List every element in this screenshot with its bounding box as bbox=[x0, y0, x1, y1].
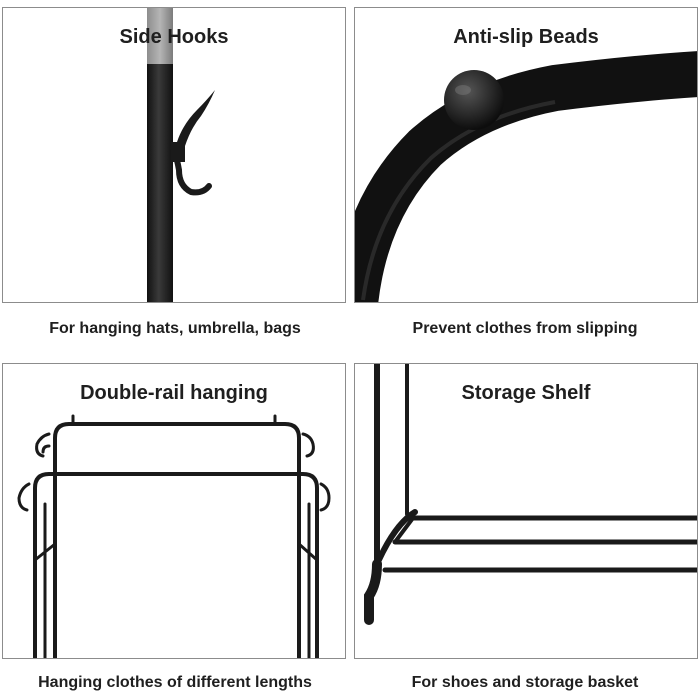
panel-caption: Prevent clothes from slipping bbox=[412, 320, 638, 337]
panel-title: Side Hooks bbox=[119, 26, 229, 48]
anti-slip-bead-icon bbox=[355, 51, 697, 302]
panel-anti-slip-beads: Anti-slip Beads bbox=[354, 7, 698, 303]
panel-caption: For hanging hats, umbrella, bags bbox=[49, 320, 301, 337]
panel-caption: For shoes and storage basket bbox=[411, 674, 639, 691]
panel-caption: Hanging clothes of different lengths bbox=[38, 674, 312, 691]
double-rail-rack-icon bbox=[17, 414, 331, 658]
panel-title: Storage Shelf bbox=[461, 382, 591, 404]
panel-double-rail-hanging: Double-rail hanging bbox=[2, 363, 346, 659]
panel-title: Double-rail hanging bbox=[80, 382, 268, 404]
panel-storage-shelf: Storage Shelf bbox=[354, 363, 698, 659]
side-hook-icon bbox=[147, 8, 215, 302]
panel-side-hooks: Side Hooks bbox=[2, 7, 346, 303]
panel-title: Anti-slip Beads bbox=[453, 26, 599, 48]
storage-shelf-icon bbox=[364, 364, 697, 625]
